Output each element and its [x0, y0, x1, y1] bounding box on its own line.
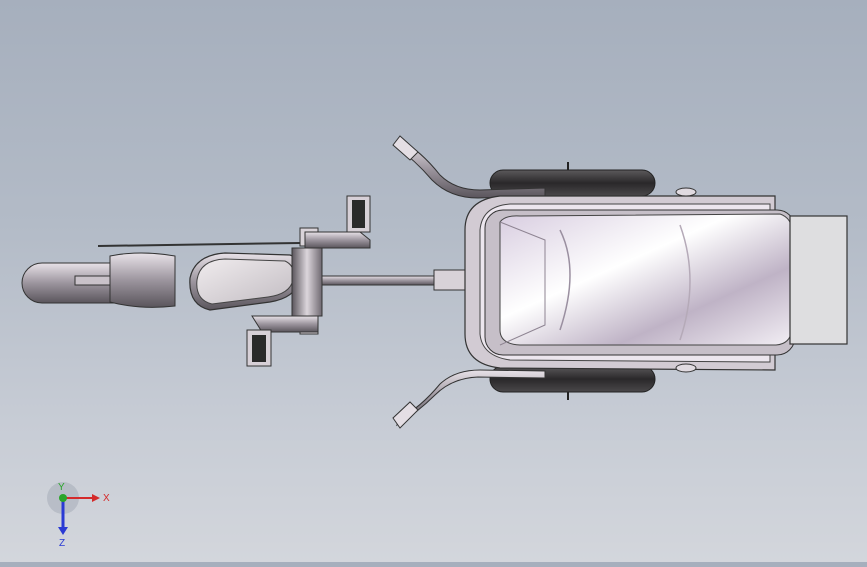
x-axis-label: X [103, 493, 110, 504]
left-handle[interactable] [392, 135, 546, 199]
y-axis-dot-icon [59, 494, 67, 502]
back-rest-panel[interactable] [789, 215, 848, 345]
right-pedal[interactable] [304, 195, 371, 249]
z-axis-arrow-icon [58, 527, 68, 535]
coordinate-triad: X Y Z [40, 478, 120, 558]
seat-cushion[interactable] [499, 213, 793, 346]
left-pedal[interactable] [246, 315, 319, 367]
front-wheel[interactable] [21, 242, 301, 308]
y-axis-label: Y [58, 482, 65, 493]
front-handle-pad[interactable] [189, 252, 302, 311]
connecting-shaft[interactable] [321, 275, 453, 286]
z-axis-label: Z [59, 538, 65, 549]
right-handle[interactable] [392, 369, 546, 429]
x-axis-arrow-icon [92, 494, 100, 502]
